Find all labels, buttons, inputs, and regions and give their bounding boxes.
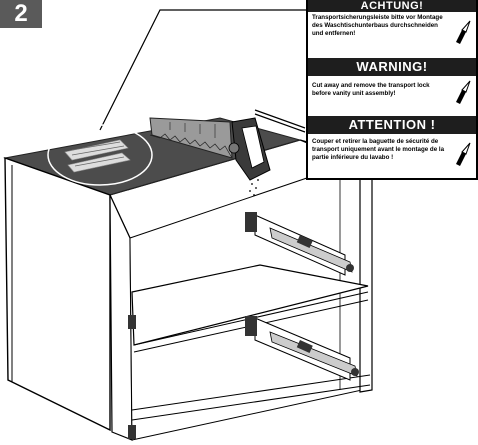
step-number: 2	[14, 0, 28, 27]
upper-drawer-runner	[245, 212, 354, 276]
step-number-badge: 2	[0, 0, 42, 28]
lower-drawer-runner	[245, 316, 359, 381]
cutter-knife-icon	[456, 142, 471, 166]
saw-icon	[149, 117, 271, 181]
warning-text-en: Cut away and remove the transport lock b…	[312, 82, 430, 97]
warning-text-fr: Couper et retirer la baguette de sécurit…	[312, 138, 445, 161]
warning-heading-en: WARNING!	[308, 58, 476, 76]
warning-block-en: WARNING! Cut away and remove the transpo…	[308, 58, 476, 116]
warning-text-de: Transportsicherungsleiste bitte vor Mont…	[312, 14, 443, 37]
cutter-knife-icon	[456, 20, 471, 44]
warning-block-fr: ATTENTION ! Couper et retirer la baguett…	[308, 116, 476, 184]
magnifier-circle	[47, 124, 153, 186]
cabinet-left-side	[4, 157, 111, 432]
transport-lock-strip	[64, 139, 131, 173]
sawdust-particles	[249, 179, 259, 196]
warning-heading-fr: ATTENTION !	[308, 116, 476, 134]
warning-heading-de: ACHTUNG!	[308, 0, 476, 12]
callout-leader-line	[99, 9, 306, 131]
warning-panel: ACHTUNG! Transportsicherungsleiste bitte…	[306, 0, 478, 180]
warning-block-de: ACHTUNG! Transportsicherungsleiste bitte…	[308, 0, 476, 58]
cutter-knife-icon	[456, 80, 471, 104]
cabinet-foot	[128, 315, 136, 329]
cabinet-foot	[128, 425, 136, 439]
